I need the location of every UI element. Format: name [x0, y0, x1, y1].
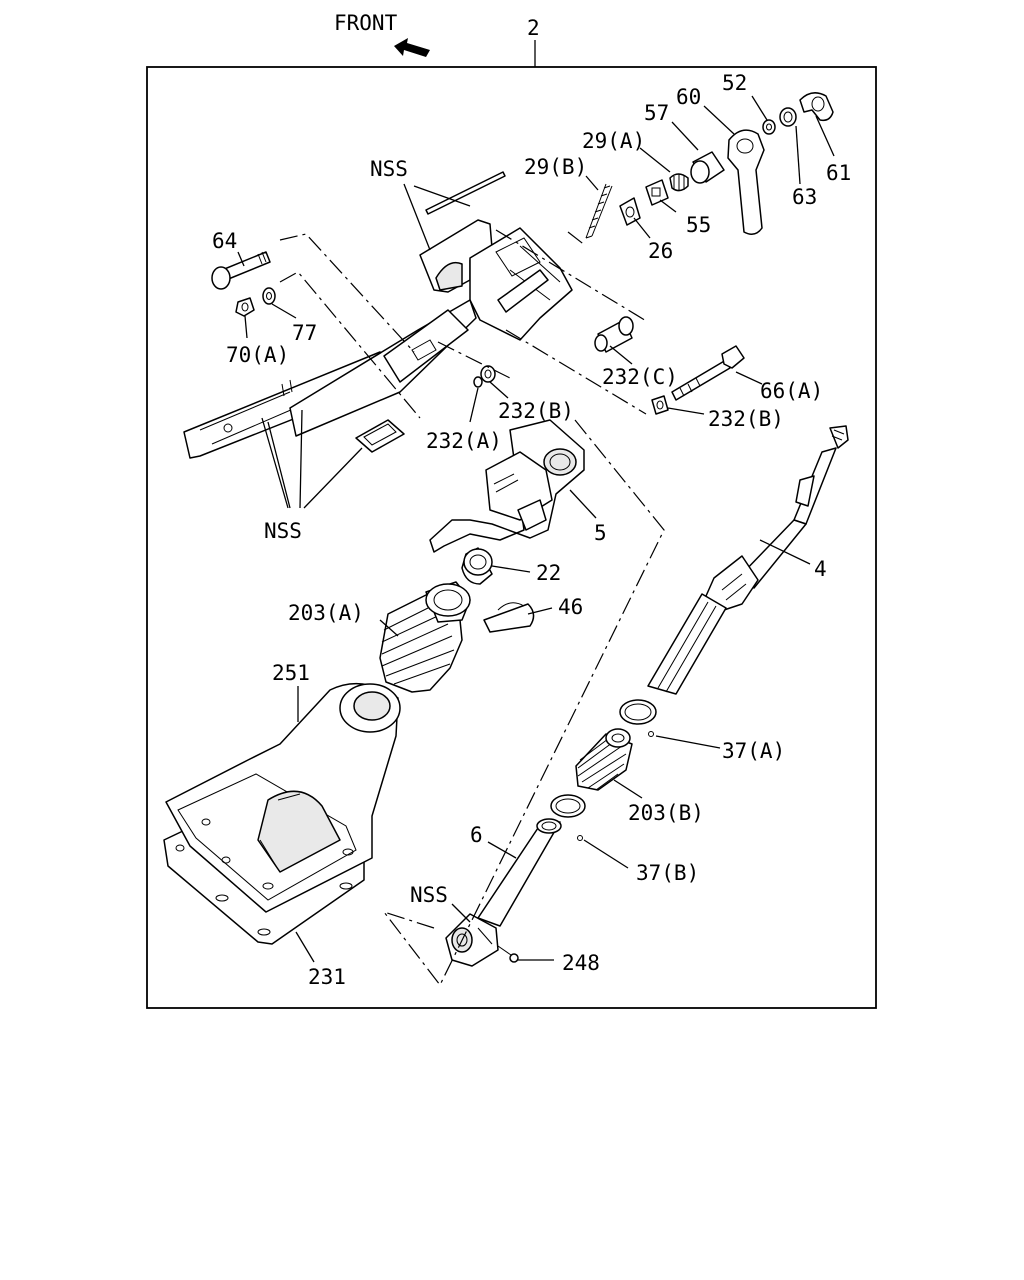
part-55-plate	[645, 179, 669, 206]
label-nss-top: NSS	[370, 157, 408, 181]
part-203b-boot	[575, 728, 633, 791]
part-4-shaft	[647, 425, 849, 695]
label-63: 63	[792, 185, 817, 209]
part-5-housing	[429, 419, 585, 553]
part-66a-bolt	[671, 345, 745, 401]
part-6-lower-shaft	[445, 818, 562, 967]
label-26: 26	[648, 239, 673, 263]
front-label: FRONT	[334, 11, 398, 35]
label-57: 57	[644, 101, 669, 125]
label-60: 60	[676, 85, 701, 109]
upper-bracket	[419, 219, 573, 341]
part-60-lever	[727, 129, 765, 235]
part-251-boot-cover	[165, 682, 401, 913]
label-203a: 203(A)	[288, 601, 364, 625]
assembly-number-label: 2	[527, 16, 540, 40]
label-5: 5	[594, 521, 607, 545]
label-61: 61	[826, 161, 851, 185]
diagram-frame	[146, 66, 877, 1009]
part-52-washer	[762, 119, 776, 135]
part-232b-right-nut	[651, 395, 669, 415]
nss-rod-top	[425, 171, 506, 215]
label-232b-right: 232(B)	[708, 407, 784, 431]
label-46: 46	[558, 595, 583, 619]
label-232b: 232(B)	[498, 399, 574, 423]
label-55: 55	[686, 213, 711, 237]
label-232c: 232(C)	[602, 365, 678, 389]
label-203b: 203(B)	[628, 801, 704, 825]
part-232b-washer	[480, 365, 496, 383]
label-251: 251	[272, 661, 310, 685]
part-203a-boot	[379, 581, 471, 693]
part-46-clip	[483, 602, 535, 633]
label-77: 77	[292, 321, 317, 345]
front-arrow-icon	[394, 38, 430, 57]
label-52: 52	[722, 71, 747, 95]
label-64: 64	[212, 229, 237, 253]
part-22-ring	[461, 547, 493, 585]
label-29b: 29(B)	[524, 155, 587, 179]
part-232a-washer	[473, 376, 483, 388]
label-nss-left: NSS	[264, 519, 302, 543]
part-37b-ring	[550, 794, 586, 841]
label-6: 6	[470, 823, 483, 847]
nss-plate-small	[355, 419, 405, 453]
part-57-knob	[690, 151, 725, 184]
part-232c-bushing	[594, 316, 634, 353]
label-37a: 37(A)	[722, 739, 785, 763]
part-63-bolt	[779, 107, 797, 127]
label-22: 22	[536, 561, 561, 585]
label-4: 4	[814, 557, 827, 581]
label-232a: 232(A)	[426, 429, 502, 453]
lower-bracket-arm	[183, 299, 477, 459]
label-66a: 66(A)	[760, 379, 823, 403]
part-77-washer	[262, 287, 276, 305]
part-61-cap	[799, 92, 834, 122]
label-248: 248	[562, 951, 600, 975]
label-37b: 37(B)	[636, 861, 699, 885]
label-70a: 70(A)	[226, 343, 289, 367]
part-248-screw	[497, 945, 519, 963]
part-70a-nut	[235, 297, 255, 317]
part-64-bolt	[211, 251, 271, 290]
part-29b-spring	[585, 183, 613, 239]
label-231: 231	[308, 965, 346, 989]
label-nss-bottom: NSS	[410, 883, 448, 907]
part-37a-ring	[619, 699, 657, 737]
part-29a-spring	[669, 173, 689, 192]
label-29a: 29(A)	[582, 129, 645, 153]
